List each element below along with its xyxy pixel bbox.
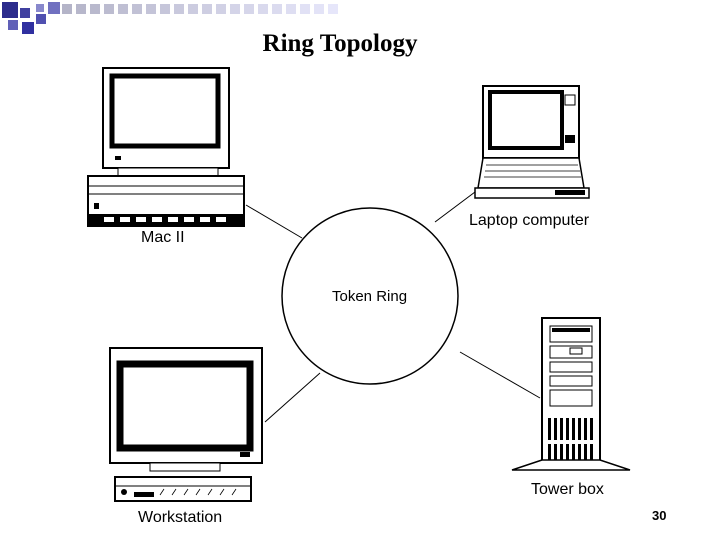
decor-square: [202, 4, 212, 14]
link-tower: [459, 351, 541, 399]
decor-square: [118, 4, 128, 14]
decor-square: [146, 4, 156, 14]
ring-label: Token Ring: [332, 288, 408, 305]
decor-square: [286, 4, 296, 14]
decor-square: [8, 20, 18, 30]
decor-square: [104, 4, 114, 14]
tower-box-computer-icon: [511, 317, 631, 471]
decor-square: [22, 22, 34, 34]
token-ring-circle: [281, 207, 459, 385]
decor-square: [188, 4, 198, 14]
decor-square: [36, 14, 46, 24]
laptop-computer-icon: [474, 85, 590, 199]
connection-lines: [245, 191, 541, 423]
decor-square: [174, 4, 184, 14]
decor-square: [244, 4, 254, 14]
node-label-laptop: Laptop computer: [469, 212, 590, 229]
page-number: 30: [652, 508, 667, 523]
decor-square: [272, 4, 282, 14]
node-label-mac: Mac II: [141, 229, 185, 246]
decor-square: [314, 4, 324, 14]
decor-square: [216, 4, 226, 14]
decor-square: [36, 4, 44, 12]
mac-ii-computer-icon: [87, 67, 245, 227]
decor-square: [48, 2, 60, 14]
link-mac: [245, 204, 303, 239]
decor-square: [20, 8, 30, 18]
decor-square: [2, 2, 18, 18]
corner-decoration: [2, 2, 338, 34]
slide-title: Ring Topology: [262, 30, 418, 57]
workstation-computer-icon: [109, 347, 263, 502]
decor-square: [328, 4, 338, 14]
link-workstation: [264, 372, 321, 423]
decor-square: [62, 4, 72, 14]
decor-square: [90, 4, 100, 14]
decor-square: [230, 4, 240, 14]
decor-square: [132, 4, 142, 14]
decor-strip: [62, 4, 338, 14]
decor-square: [258, 4, 268, 14]
decor-square: [160, 4, 170, 14]
node-label-tower: Tower box: [531, 481, 604, 498]
decor-square: [300, 4, 310, 14]
link-laptop: [434, 191, 476, 223]
decor-square: [76, 4, 86, 14]
node-label-workstation: Workstation: [138, 509, 223, 526]
